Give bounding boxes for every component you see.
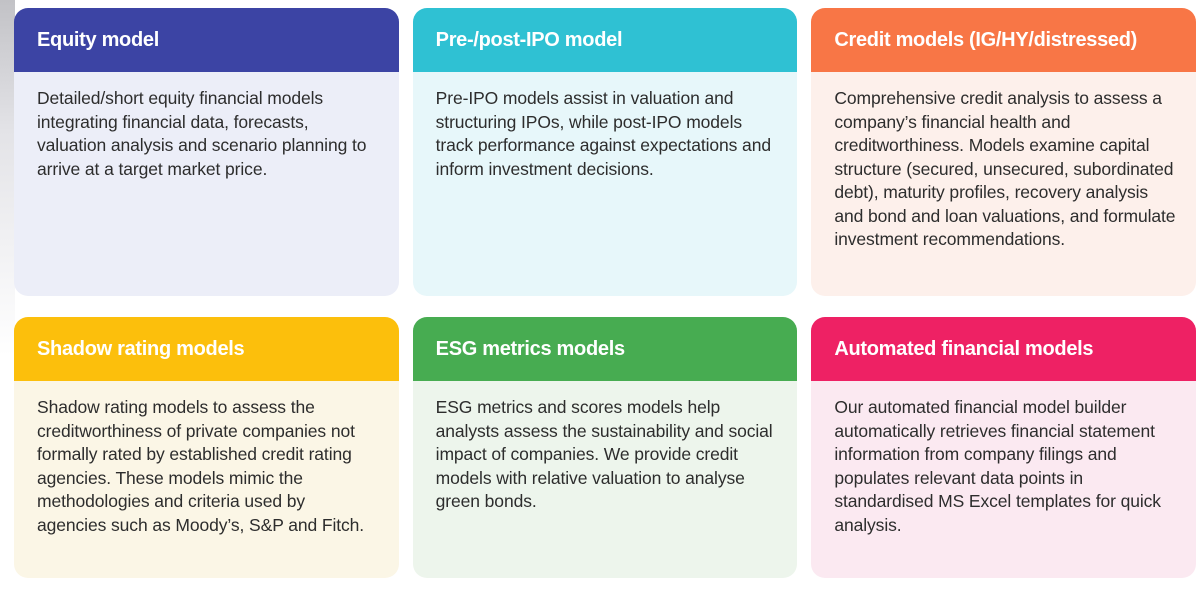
card-header: ESG metrics models bbox=[412, 317, 798, 381]
card-description: Our automated financial model builder au… bbox=[834, 397, 1161, 535]
card-body: Pre-IPO models assist in valuation and s… bbox=[412, 72, 798, 296]
card-title: Shadow rating models bbox=[37, 337, 245, 360]
card-title: Automated financial models bbox=[834, 337, 1094, 360]
card-body: Our automated financial model builder au… bbox=[811, 381, 1196, 578]
card-description: Comprehensive credit analysis to assess … bbox=[834, 88, 1176, 249]
card-header: Pre-/post-IPO model bbox=[412, 8, 798, 72]
card-body: Detailed/short equity financial models i… bbox=[14, 72, 399, 296]
card-equity-model: Equity model Detailed/short equity finan… bbox=[14, 8, 399, 296]
card-header: Credit models (IG/HY/distressed) bbox=[811, 8, 1196, 72]
card-esg-metrics-models: ESG metrics models ESG metrics and score… bbox=[412, 317, 798, 578]
card-body: Shadow rating models to assess the credi… bbox=[14, 381, 399, 578]
card-description: Shadow rating models to assess the credi… bbox=[37, 397, 365, 535]
card-description: Pre-IPO models assist in valuation and s… bbox=[435, 88, 771, 179]
card-body: ESG metrics and scores models help analy… bbox=[412, 381, 798, 578]
left-edge-shade bbox=[0, 0, 15, 593]
card-shadow-rating-models: Shadow rating models Shadow rating model… bbox=[14, 317, 399, 578]
card-header: Equity model bbox=[14, 8, 399, 72]
card-header: Automated financial models bbox=[811, 317, 1196, 381]
card-description: ESG metrics and scores models help analy… bbox=[435, 397, 773, 511]
card-description: Detailed/short equity financial models i… bbox=[37, 88, 367, 179]
card-title: Equity model bbox=[37, 28, 159, 51]
card-body: Comprehensive credit analysis to assess … bbox=[811, 72, 1196, 296]
card-title: Pre-/post-IPO model bbox=[435, 28, 623, 51]
card-credit-models: Credit models (IG/HY/distressed) Compreh… bbox=[811, 8, 1196, 296]
card-title: Credit models (IG/HY/distressed) bbox=[834, 28, 1138, 51]
card-automated-financial-models: Automated financial models Our automated… bbox=[811, 317, 1196, 578]
card-pre-post-ipo-model: Pre-/post-IPO model Pre-IPO models assis… bbox=[412, 8, 798, 296]
model-cards-grid: Equity model Detailed/short equity finan… bbox=[14, 8, 1196, 578]
card-header: Shadow rating models bbox=[14, 317, 399, 381]
card-title: ESG metrics models bbox=[435, 337, 625, 360]
